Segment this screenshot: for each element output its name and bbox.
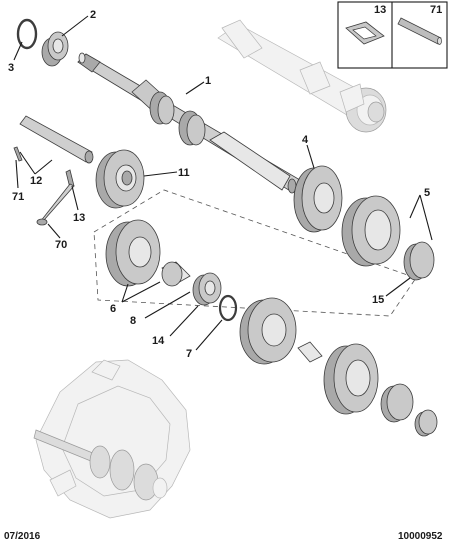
pin-shaft-12	[13, 115, 94, 164]
inset-box: 13 71	[337, 1, 448, 69]
inset-pin-icon	[397, 17, 442, 45]
callout-14: 14	[152, 335, 165, 347]
bush-8	[161, 261, 191, 287]
background-output-shaft	[217, 19, 387, 133]
callout-5: 5	[424, 187, 430, 199]
callout-12: 12	[30, 175, 42, 187]
bearing-14	[192, 272, 222, 306]
inset-washer-icon	[345, 21, 385, 45]
washer-7	[218, 294, 238, 322]
lower-gear-set	[239, 297, 438, 437]
inset-label-13: 13	[374, 4, 386, 16]
bearing-2	[41, 31, 69, 67]
callout-13: 13	[73, 212, 85, 224]
callout-71: 71	[12, 191, 24, 203]
callout-4: 4	[302, 134, 309, 146]
callout-6: 6	[110, 303, 116, 315]
callout-3: 3	[8, 62, 14, 74]
gear-15	[403, 241, 435, 281]
callout-11: 11	[178, 167, 190, 179]
footer-reference: 10000952	[398, 531, 443, 542]
circlip-3	[16, 18, 38, 50]
bolt-70	[36, 183, 75, 226]
main-shaft	[77, 52, 301, 194]
dashed-group-outline	[93, 189, 417, 317]
callout-7: 7	[186, 348, 192, 360]
gear-11	[95, 149, 145, 209]
synchro-hub-5	[341, 195, 401, 267]
leader-lines	[13, 15, 433, 351]
callout-1: 1	[205, 75, 211, 87]
callout-8: 8	[130, 315, 136, 327]
callout-70: 70	[55, 239, 67, 251]
callout-labels: 2 3 1 4 11 12 71 13 70 5 15 6 8 14 7	[8, 9, 430, 360]
footer-date: 07/2016	[4, 531, 41, 542]
callout-15: 15	[372, 294, 384, 306]
gear-6	[105, 219, 161, 287]
inset-label-71: 71	[430, 4, 442, 16]
callout-2: 2	[90, 9, 96, 21]
gearbox-housing-sketch	[33, 359, 191, 519]
gear-4	[293, 165, 343, 233]
